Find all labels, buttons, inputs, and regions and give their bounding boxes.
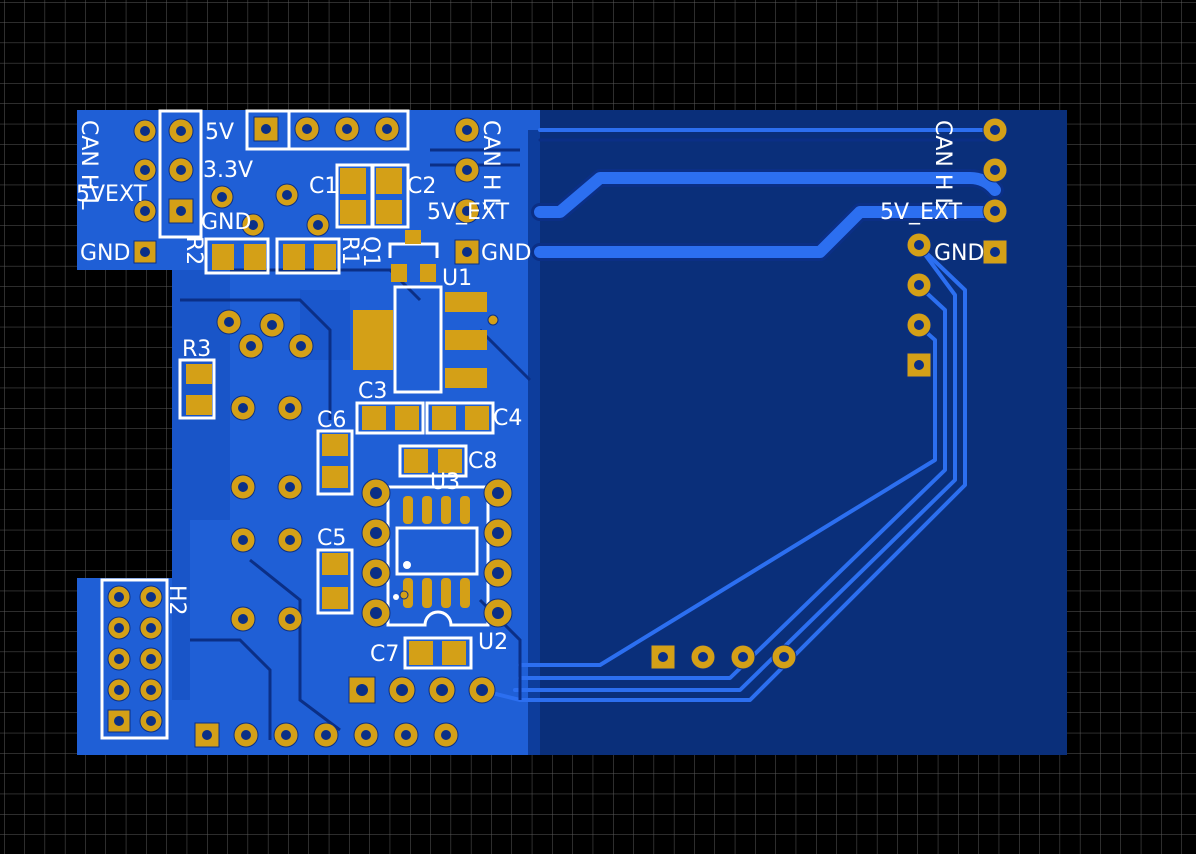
ref-c1: C1 xyxy=(309,174,338,199)
label-5vext-mid: 5V_EXT xyxy=(427,200,510,225)
c7-box xyxy=(403,636,473,670)
ref-c2: C2 xyxy=(407,174,436,199)
ref-h2: H2 xyxy=(164,585,189,616)
ref-u3: U3 xyxy=(430,470,460,495)
silkscreen-text: CAN H L 5V 3.3V 5VEXT GND GND CAN H L 5V… xyxy=(76,120,984,667)
u3-body xyxy=(395,526,479,576)
ref-r2: R2 xyxy=(181,236,206,265)
u2-outline xyxy=(386,485,490,627)
c2-box xyxy=(370,163,410,229)
label-5vext-right: 5V_EXT xyxy=(880,200,963,225)
ref-c7: C7 xyxy=(370,642,399,667)
c8-box xyxy=(398,444,468,478)
u1-box xyxy=(393,285,443,394)
ref-q1: Q1 xyxy=(358,236,383,267)
silkscreen-outlines xyxy=(100,109,495,740)
ref-c6: C6 xyxy=(317,408,346,433)
ref-c3: C3 xyxy=(358,379,387,404)
label-can-h-l-right: CAN H L xyxy=(930,120,955,210)
u3-pin1-dot xyxy=(403,561,411,569)
smd-pads xyxy=(186,168,489,665)
ref-u1: U1 xyxy=(442,266,472,291)
jumper-box xyxy=(158,109,203,239)
ref-r1: R1 xyxy=(337,236,362,265)
label-gnd-left: GND xyxy=(80,241,130,266)
th-pads xyxy=(107,116,1008,748)
label-gnd-mid: GND xyxy=(481,241,531,266)
ref-c8: C8 xyxy=(468,449,497,474)
label-5vext-left: 5VEXT xyxy=(76,182,148,207)
header-5v-box xyxy=(245,109,410,151)
label-gnd-right: GND xyxy=(934,241,984,266)
label-5v: 5V xyxy=(205,120,234,145)
c5-box xyxy=(316,548,354,615)
label-can-h-l-left: CAN H L xyxy=(76,120,101,210)
r1-box xyxy=(275,237,341,275)
via-strip xyxy=(528,130,540,755)
u2-pin1-dot xyxy=(393,594,399,600)
label-can-h-l-mid: CAN H L xyxy=(478,120,503,210)
c6-box xyxy=(316,429,354,496)
pad-holes xyxy=(114,124,1000,740)
c4-box xyxy=(425,401,495,435)
ref-r3: R3 xyxy=(182,337,211,362)
ref-c4: C4 xyxy=(493,406,522,431)
label-3v3: 3.3V xyxy=(203,158,253,183)
h2-box xyxy=(100,578,169,740)
traces-right xyxy=(478,128,1004,702)
ref-c5: C5 xyxy=(317,526,346,551)
c3-box xyxy=(355,401,425,435)
ref-u2: U2 xyxy=(478,630,508,655)
label-gnd-top: GND xyxy=(201,210,251,235)
r3-box xyxy=(178,358,216,420)
r2-box xyxy=(204,237,270,275)
